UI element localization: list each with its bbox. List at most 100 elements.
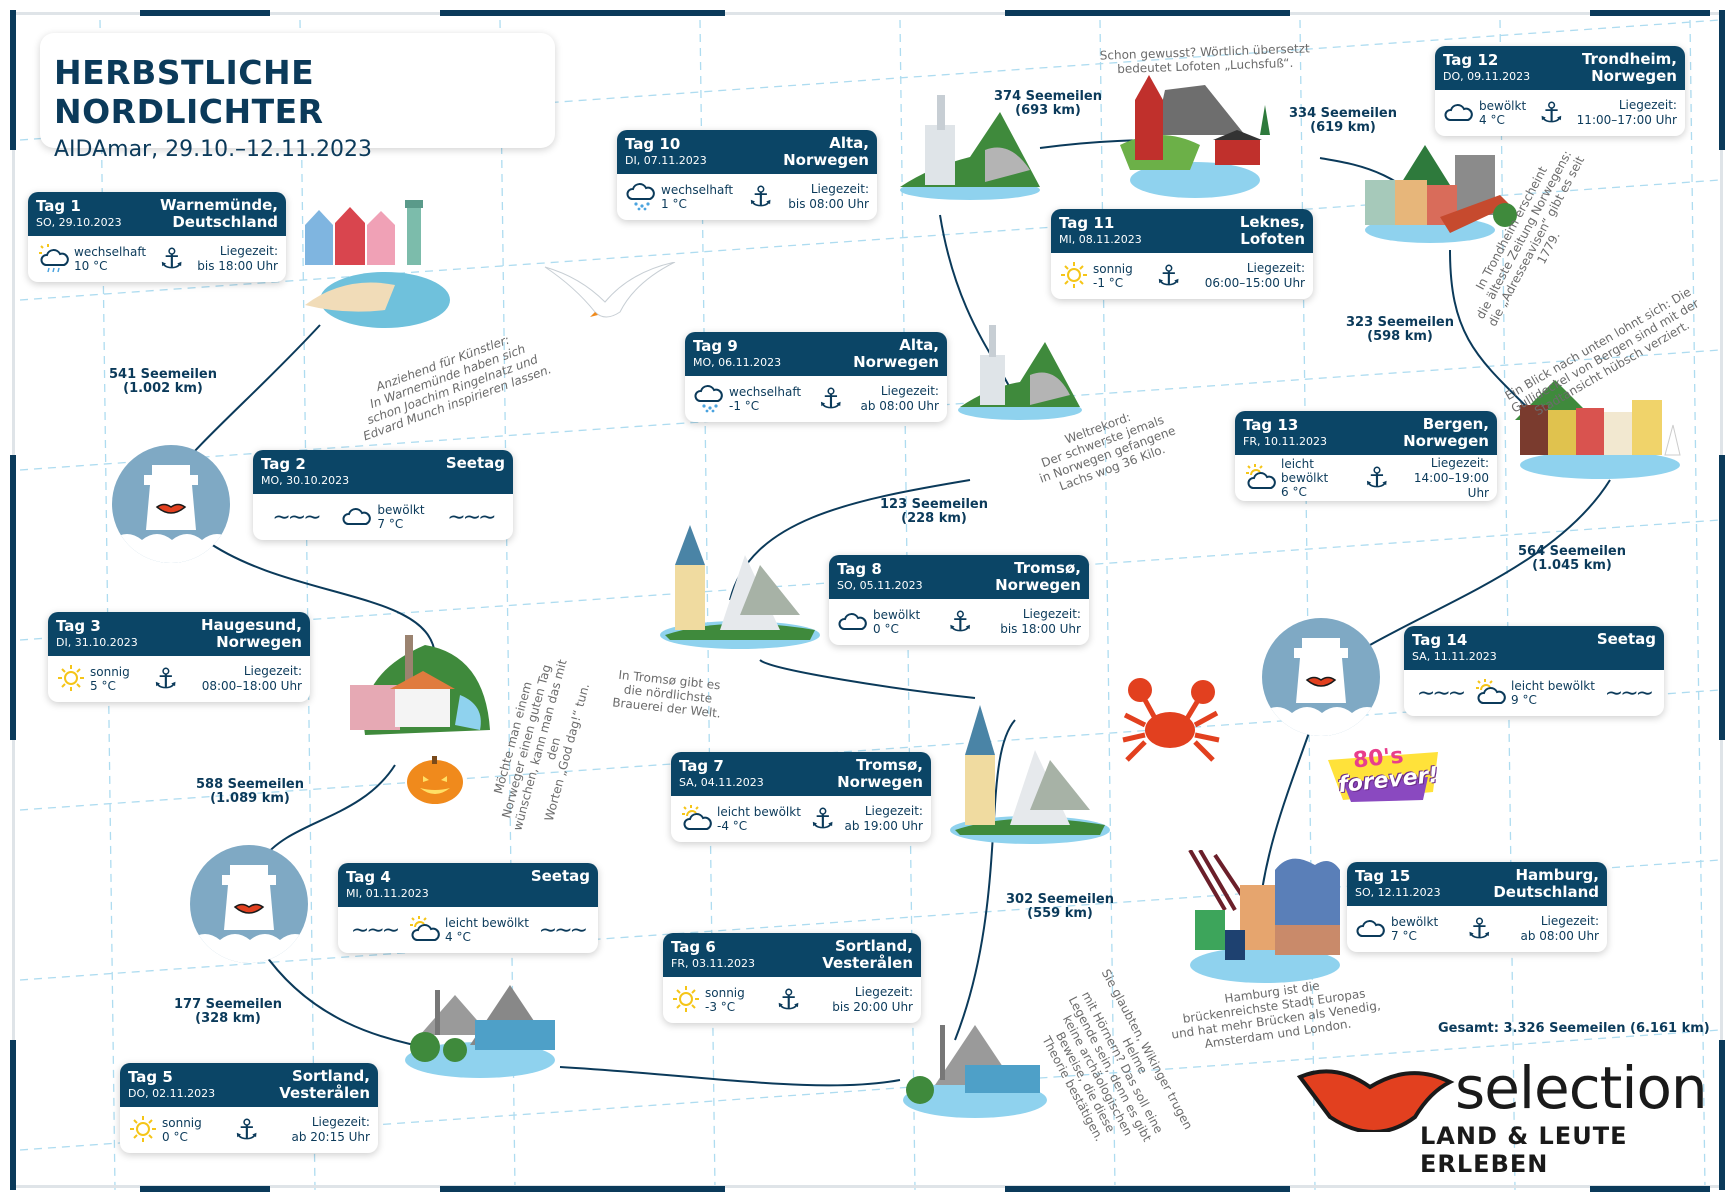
- distance-label: 123 Seemeilen(228 km): [874, 498, 994, 526]
- seagull-illustration: [544, 262, 676, 318]
- waves-icon: ∼∼∼: [272, 504, 321, 530]
- day-number: Tag 8: [837, 560, 882, 578]
- place-line1: Warnemünde,: [160, 196, 278, 214]
- place-line1: Sortland,: [834, 937, 913, 955]
- liegezeit-value: 14:00–19:00 Uhr: [1413, 470, 1489, 500]
- distance-nm: 334 Seemeilen: [1288, 106, 1397, 121]
- day-number: Tag 15: [1355, 867, 1411, 885]
- cloud-icon: [837, 609, 869, 636]
- place-line1: Bergen,: [1422, 415, 1489, 433]
- sun-cloud-icon: [1243, 463, 1277, 494]
- place-line1: Hamburg,: [1515, 866, 1599, 884]
- distance-label: 564 Seemeilen(1.045 km): [1512, 545, 1632, 573]
- weather: leicht bewölkt-4 °C: [679, 804, 801, 835]
- day-number: Tag 7: [679, 757, 724, 775]
- day-date: SA, 11.11.2023: [1412, 650, 1497, 663]
- weather-text: bewölkt: [1391, 915, 1439, 929]
- anchor-icon: ⚓: [1364, 461, 1390, 494]
- place-line2: Vesterålen: [279, 1084, 370, 1102]
- liegezeit-label: Liegezeit:: [1022, 607, 1081, 621]
- distance-km: (693 km): [1015, 103, 1081, 118]
- liegezeit-value: 11:00–17:00 Uhr: [1576, 113, 1677, 127]
- sun-cloud-icon: [679, 804, 713, 835]
- distance-nm: 302 Seemeilen: [1005, 892, 1114, 907]
- sun-cloud-icon: [1473, 678, 1507, 709]
- distance-label: 541 Seemeilen(1.002 km): [103, 368, 223, 396]
- place-line1: Alta,: [829, 134, 869, 152]
- liegezeit-label: Liegezeit:: [810, 182, 869, 196]
- frame-mark: [440, 10, 725, 16]
- frame-mark: [1005, 1186, 1290, 1192]
- liegezeit-label: Liegezeit:: [311, 1115, 370, 1129]
- day-date: SO, 29.10.2023: [36, 216, 122, 229]
- distance-nm: 564 Seemeilen: [1517, 544, 1626, 559]
- anchor-icon: ⚓: [818, 382, 844, 415]
- temperature: 5 °C: [90, 679, 116, 693]
- title-box: HERBSTLICHE NORDLICHTER AIDAmar, 29.10.–…: [40, 33, 555, 162]
- waves-icon: ∼∼∼: [1604, 680, 1654, 706]
- ship-icon: [190, 845, 308, 963]
- weather-text: sonnig: [705, 986, 745, 1000]
- anchor-icon: ⚓: [159, 242, 185, 275]
- trondheim-illustration: [1365, 145, 1517, 243]
- place-line2: Norwegen: [783, 151, 869, 169]
- temperature: -4 °C: [717, 819, 748, 833]
- place-line2: Norwegen: [995, 576, 1081, 594]
- liegezeit-value: bis 20:00 Uhr: [832, 1000, 913, 1014]
- anchor-icon: ⚓: [1156, 259, 1182, 292]
- place-line1: Leknes,: [1239, 213, 1305, 231]
- day-number: Tag 11: [1059, 214, 1115, 232]
- distance-nm: 374 Seemeilen: [993, 89, 1102, 104]
- frame-mark: [1590, 1186, 1710, 1192]
- lofoten-illustration: [1120, 75, 1270, 198]
- day-date: DO, 02.11.2023: [128, 1087, 216, 1100]
- day-date: FR, 03.11.2023: [671, 957, 755, 970]
- day-date: MO, 06.11.2023: [693, 356, 782, 369]
- anchor-icon: ⚓: [234, 1113, 260, 1146]
- frame-mark: [10, 455, 16, 740]
- bergen-illustration: [1515, 380, 1681, 479]
- anchor-icon: ⚓: [810, 802, 836, 835]
- temperature: 4 °C: [1479, 113, 1505, 127]
- haugesund-illustration: [350, 635, 490, 735]
- weather-text: bewölkt: [873, 608, 921, 622]
- sun-cloud-rain-icon: [36, 243, 70, 276]
- liegezeit-label: Liegezeit:: [880, 384, 939, 398]
- liegezeit-value: 08:00–18:00 Uhr: [201, 679, 302, 693]
- liegezeit-label: Liegezeit:: [243, 664, 302, 678]
- distance-km: (228 km): [901, 511, 967, 526]
- day-date: DI, 31.10.2023: [56, 636, 138, 649]
- frame-mark: [140, 10, 270, 16]
- sun-icon: [671, 984, 701, 1017]
- anchor-icon: ⚓: [1466, 912, 1492, 945]
- day-number: Tag 5: [128, 1068, 173, 1086]
- anchor-icon: ⚓: [1538, 96, 1564, 129]
- card-body: wechselhaft-1 °C⚓Liegezeit:ab 08:00 Uhr: [685, 376, 947, 422]
- liegezeit-value: ab 08:00 Uhr: [860, 399, 939, 413]
- weather-text: bewölkt: [1479, 99, 1527, 113]
- card-body: leicht bewölkt-4 °C⚓Liegezeit:ab 19:00 U…: [671, 796, 931, 842]
- warnemuende-illustration: [305, 200, 450, 328]
- temperature: 1 °C: [661, 197, 687, 211]
- weather-text: leicht bewölkt: [1281, 457, 1329, 485]
- distance-km: (598 km): [1367, 329, 1433, 344]
